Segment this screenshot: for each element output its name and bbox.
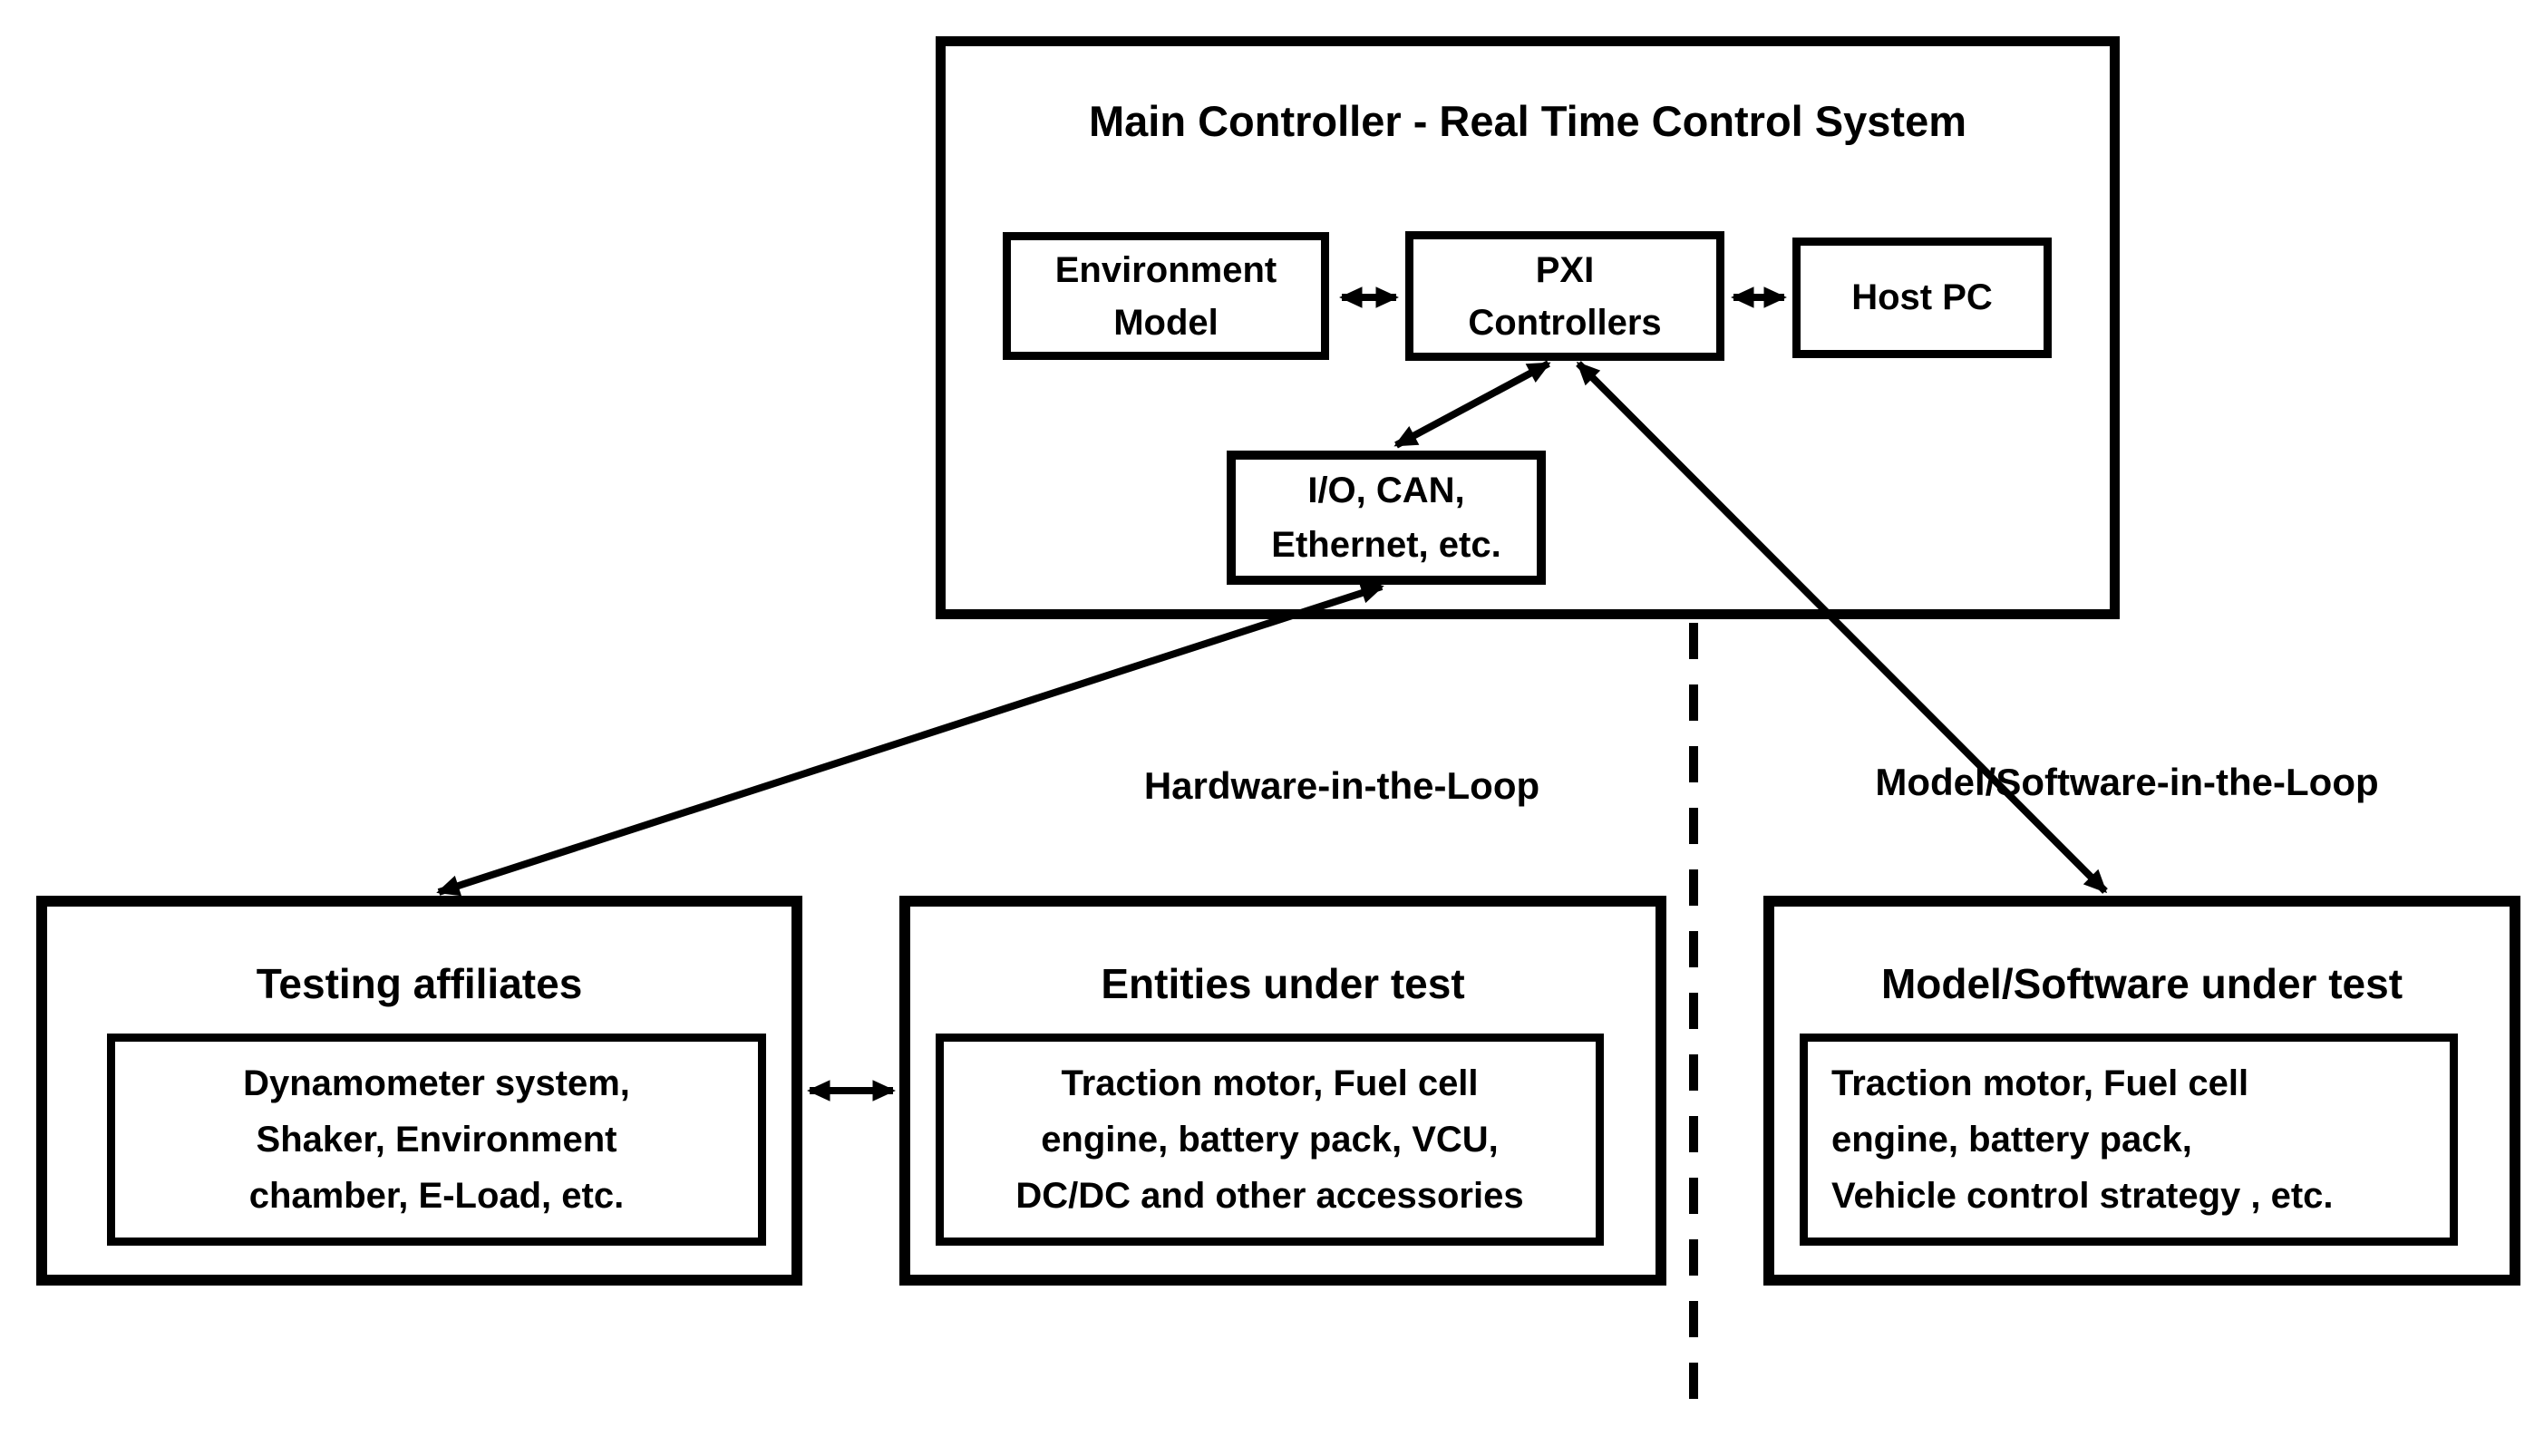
hardware-in-the-loop-label: Hardware-in-the-Loop [1143,764,1540,807]
model-software-under-test-content: Traction motor, Fuel cell engine, batter… [1831,1063,2334,1216]
arrow-io-interface-testing-affiliates [436,582,1384,897]
model-software-in-the-loop-label: Model/Software-in-the-Loop [1875,761,2379,803]
host-pc-label: Host PC [1851,277,1993,317]
model-software-under-test-title: Model/Software under test [1880,960,2403,1007]
pxi-controllers-label: PXI Controllers [1468,249,1662,343]
model-software-under-test-content-box: Traction motor, Fuel cell engine, batter… [1800,1034,2458,1246]
testing-affiliates-content-box: Dynamometer system, Shaker, Environment … [107,1034,766,1246]
testing-affiliates-content: Dynamometer system, Shaker, Environment … [243,1063,630,1216]
main-controller-box [936,36,2120,619]
environment-model-box: Environment Model [1003,232,1329,360]
io-can-ethernet-box: I/O, CAN, Ethernet, etc. [1227,451,1546,585]
host-pc-box: Host PC [1792,238,2052,358]
entities-under-test-title: Entities under test [1101,960,1465,1007]
environment-model-label: Environment Model [1054,249,1277,343]
entities-under-test-content-box: Traction motor, Fuel cell engine, batter… [936,1034,1604,1246]
main-controller-title: Main Controller - Real Time Control Syst… [1088,97,1967,145]
entities-under-test-content: Traction motor, Fuel cell engine, batter… [1015,1063,1524,1216]
testing-affiliates-title: Testing affiliates [256,960,583,1007]
pxi-controllers-box: PXI Controllers [1405,231,1724,361]
io-can-ethernet-label: I/O, CAN, Ethernet, etc. [1271,471,1501,565]
